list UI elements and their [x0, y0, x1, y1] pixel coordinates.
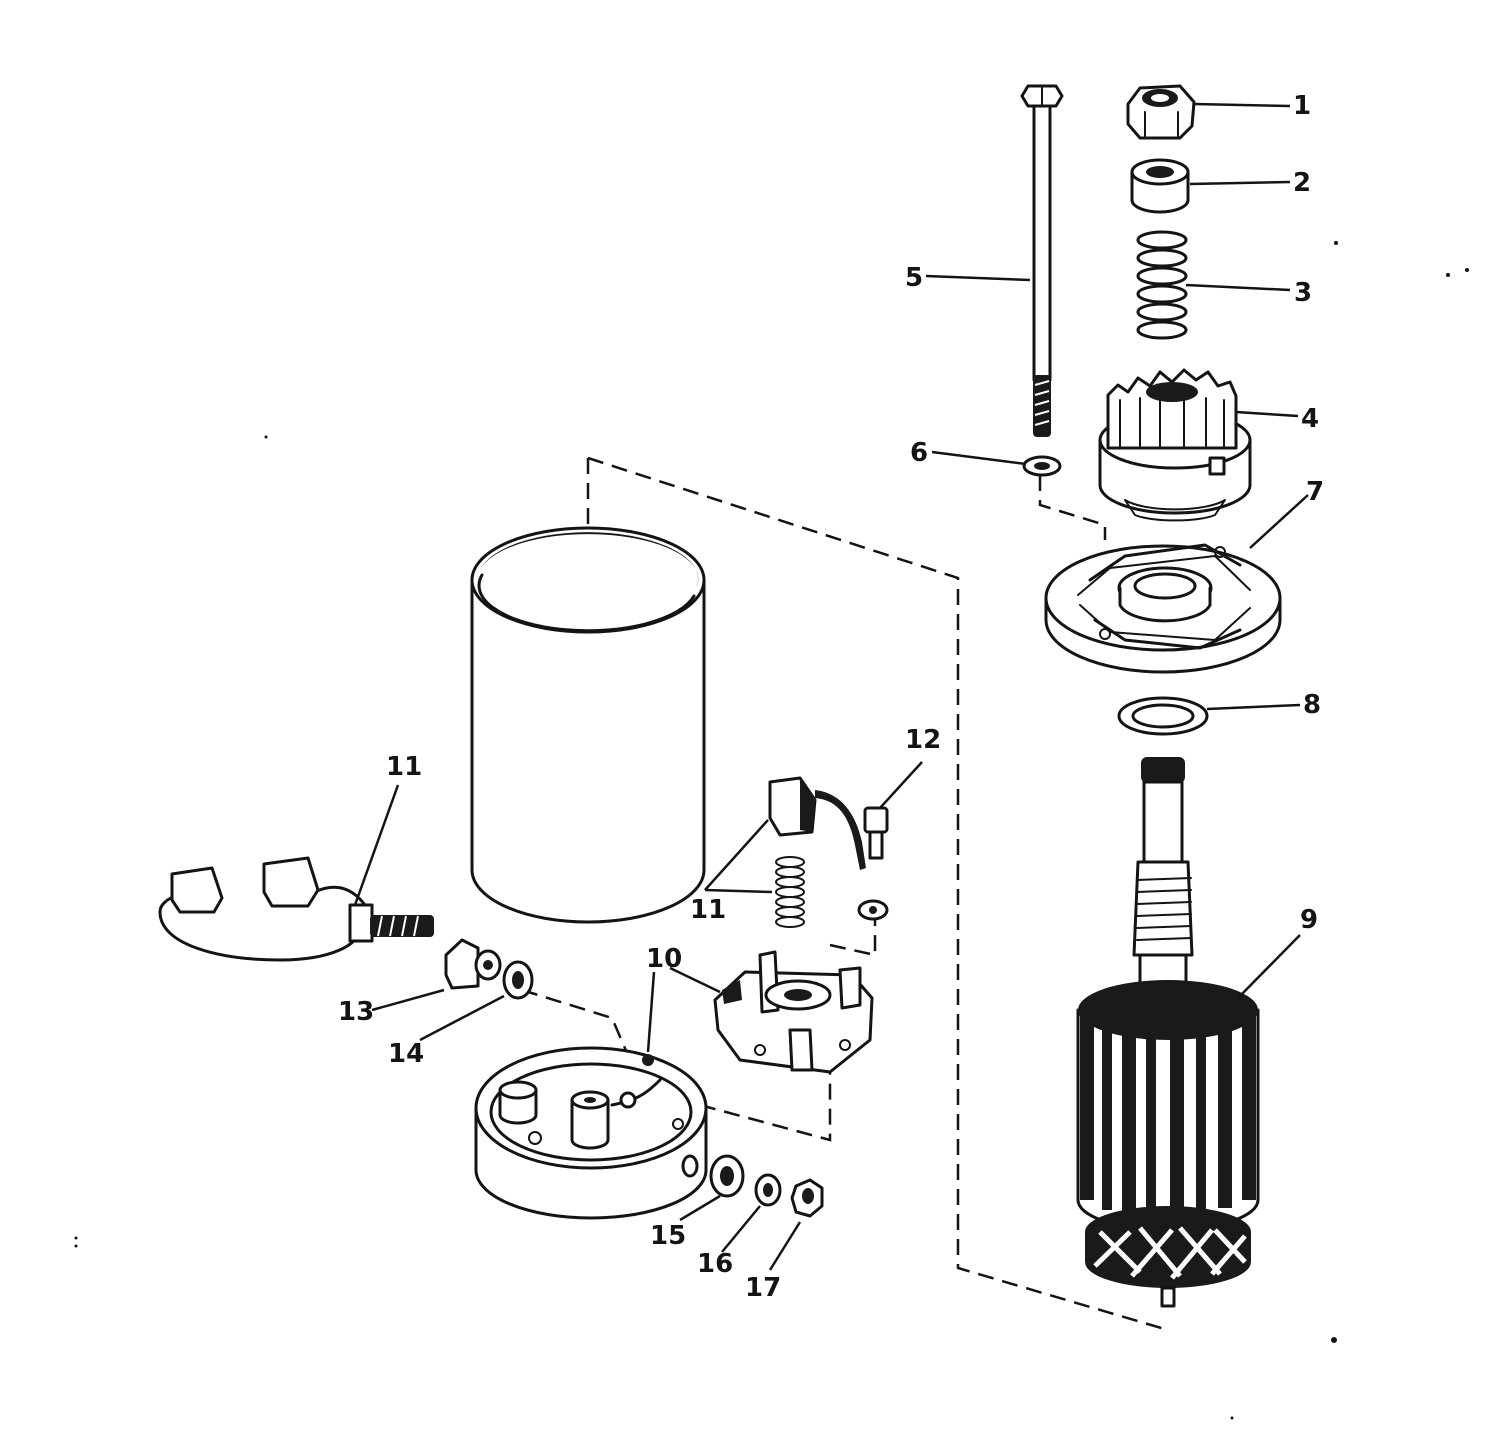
scan-specks — [74, 241, 1469, 1420]
callout-10: 10 — [646, 944, 682, 974]
callout-14: 14 — [388, 1039, 424, 1069]
callout-15: 15 — [650, 1221, 686, 1251]
callout-11-right: 11 — [690, 895, 726, 925]
part-5-through-bolt — [1020, 84, 1064, 437]
callout-6: 6 — [910, 438, 928, 468]
callout-9: 9 — [1300, 905, 1318, 935]
part-15-washer — [709, 1154, 745, 1198]
part-11-brush-spring-right — [768, 776, 889, 928]
callout-17: 17 — [745, 1273, 781, 1303]
part-13-terminal-block — [444, 938, 502, 990]
part-14-washer — [502, 960, 534, 1000]
part-16-lock-washer — [754, 1173, 782, 1207]
callout-2: 2 — [1293, 168, 1311, 198]
part-17-nut — [790, 1178, 824, 1218]
part-6-small-washer — [1022, 455, 1062, 477]
callout-8: 8 — [1303, 690, 1321, 720]
callout-numbers: 1 2 3 4 5 6 7 8 9 10 11 11 12 13 14 15 1… — [338, 91, 1324, 1303]
part-11-brush-set-left — [158, 856, 434, 962]
callout-16: 16 — [697, 1249, 733, 1279]
callout-3: 3 — [1294, 278, 1312, 308]
leader-lines — [353, 102, 1309, 1271]
commutator-end-cap — [474, 1046, 708, 1220]
part-10-brush-holder — [713, 950, 874, 1074]
callout-12: 12 — [905, 725, 941, 755]
part-12-screw — [863, 806, 889, 860]
part-1-hex-nut — [1126, 84, 1196, 140]
part-8-thrust-washer — [1117, 696, 1209, 736]
part-3-spring — [1136, 230, 1188, 340]
callout-5: 5 — [905, 263, 923, 293]
assembly-guide-lines — [521, 456, 1169, 1332]
callout-7: 7 — [1306, 477, 1324, 507]
callout-11-left: 11 — [386, 752, 422, 782]
callout-13: 13 — [338, 997, 374, 1027]
frame-housing-cylinder — [470, 526, 706, 924]
part-2-spacer — [1130, 158, 1190, 214]
part-4-pinion-drive — [1098, 368, 1252, 522]
callout-4: 4 — [1301, 404, 1319, 434]
part-9-armature — [1076, 757, 1260, 1308]
part-7-end-plate — [1044, 543, 1282, 674]
callout-1: 1 — [1293, 91, 1311, 121]
